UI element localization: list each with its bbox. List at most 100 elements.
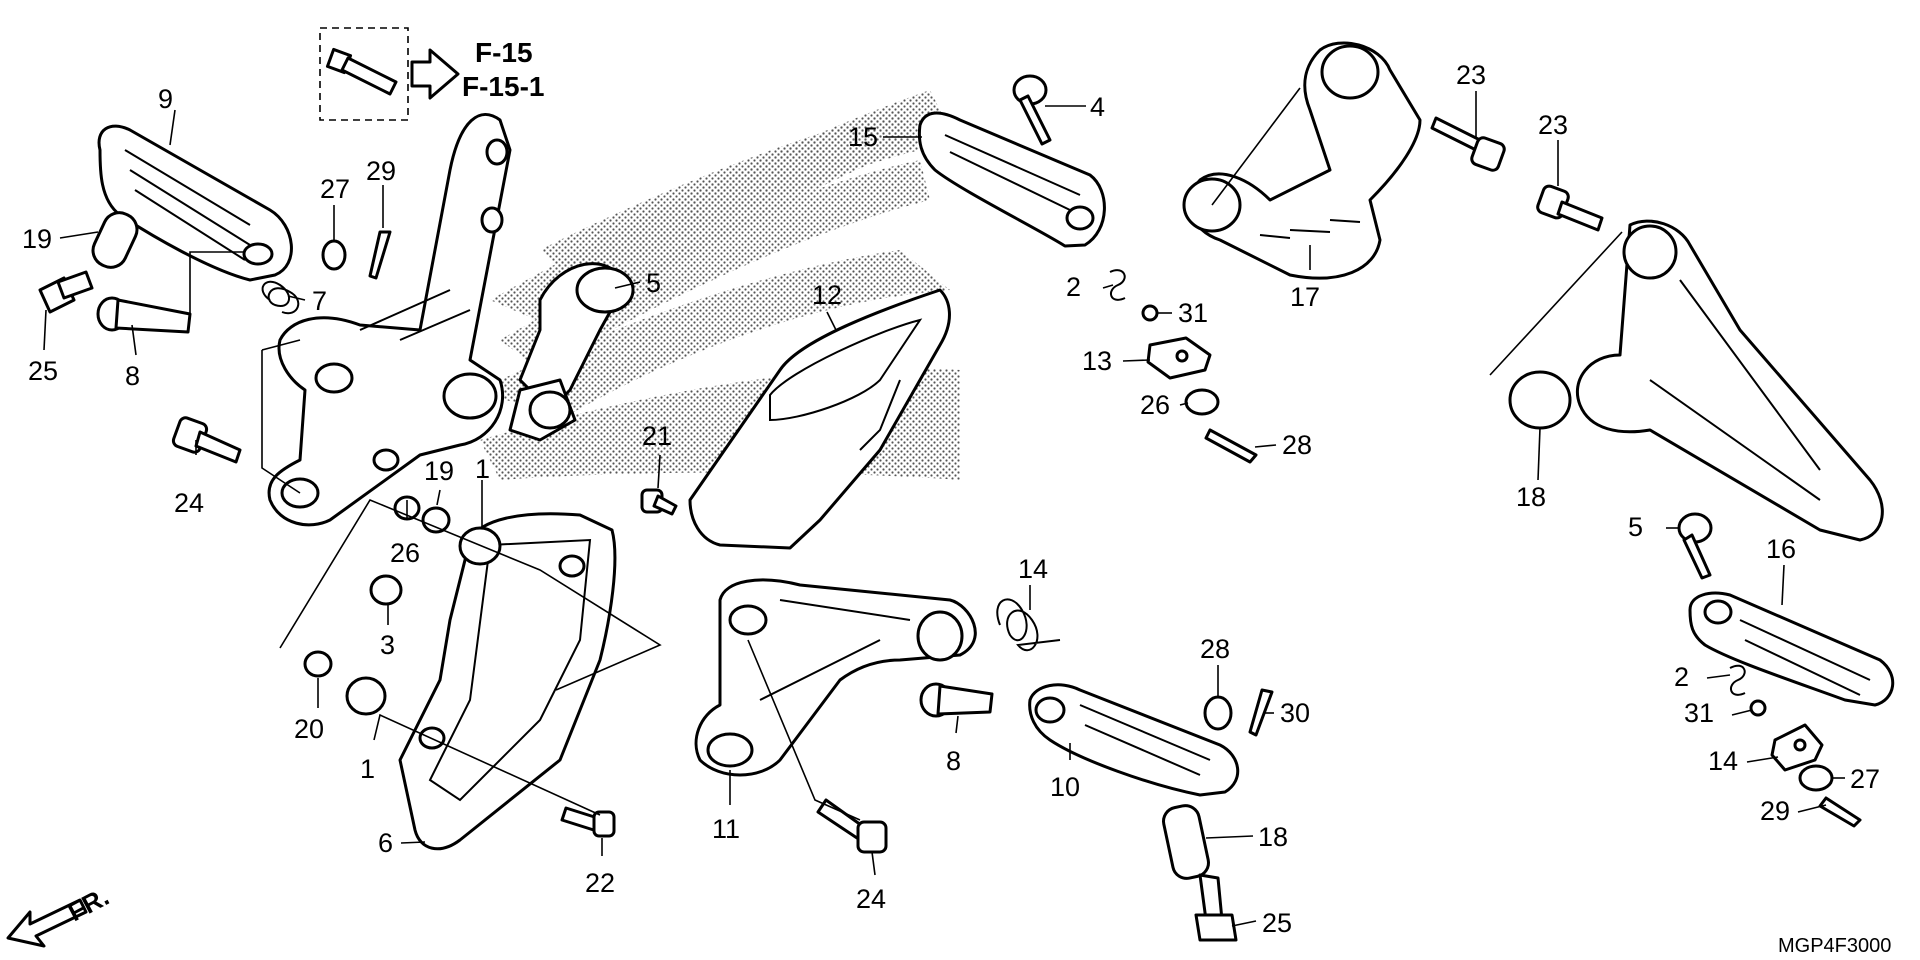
callout-11: 10 bbox=[1050, 772, 1080, 802]
plate-14-upper bbox=[1146, 336, 1212, 380]
pin-left bbox=[96, 296, 192, 334]
washer-27-upper bbox=[1184, 388, 1220, 416]
callout-18: 18 bbox=[1516, 482, 1546, 512]
bolt-left bbox=[38, 270, 94, 314]
callout-12: 11 bbox=[712, 814, 740, 844]
bolt-22 bbox=[560, 806, 616, 838]
front-bracket-left bbox=[267, 113, 512, 527]
bolt-23-lower bbox=[1536, 184, 1604, 232]
callout-14-lower: 14 bbox=[1708, 746, 1738, 776]
callout-8-right: 8 bbox=[946, 746, 961, 776]
heel-guard-right bbox=[688, 288, 951, 550]
callout-6: 6 bbox=[378, 828, 393, 858]
callout-19-left: 19 bbox=[22, 224, 52, 254]
callout-30-left: 29 bbox=[366, 156, 396, 186]
callout-labels: 9 19 25 8 7 27 29 5 24 19 26 1 3 20 1 6 … bbox=[22, 60, 1880, 938]
callout-31-upper: 31 bbox=[1178, 298, 1208, 328]
bolt-23-upper bbox=[1430, 116, 1506, 172]
arrow-right-icon bbox=[410, 48, 460, 100]
callout-2-upper: 2 bbox=[1066, 272, 1081, 302]
grommet-1-lower bbox=[345, 676, 387, 716]
callout-10: 9 bbox=[158, 84, 173, 114]
ball-31-lower bbox=[1749, 699, 1767, 717]
pin-rear-left bbox=[1012, 74, 1052, 146]
callout-30-right: 30 bbox=[1280, 698, 1310, 728]
reference-box: F-15 F-15-1 bbox=[319, 27, 544, 121]
cotter-29-lower bbox=[1818, 796, 1862, 828]
callout-25-right: 25 bbox=[1262, 908, 1292, 938]
pin-rear-right bbox=[1677, 512, 1713, 580]
callout-17: 17 bbox=[1290, 282, 1320, 312]
plate-14-lower bbox=[1770, 723, 1824, 772]
pivot-boss bbox=[508, 262, 635, 442]
callout-24-left: 24 bbox=[174, 488, 204, 518]
callout-21: 21 bbox=[642, 421, 672, 451]
callout-28-left: 27 bbox=[320, 174, 350, 204]
callout-27-lower: 27 bbox=[1850, 764, 1880, 794]
callout-9: 14 bbox=[1018, 554, 1048, 584]
spring-2-upper bbox=[1109, 269, 1126, 301]
callout-1-upper: 1 bbox=[475, 454, 490, 484]
callout-25-left: 25 bbox=[28, 356, 58, 386]
footpeg-front-right bbox=[1028, 683, 1240, 797]
callout-13: 12 bbox=[812, 280, 842, 310]
washer-left bbox=[321, 239, 347, 271]
cotter-pin-left bbox=[368, 230, 392, 280]
bolt-21 bbox=[640, 488, 678, 516]
callout-22: 22 bbox=[585, 868, 615, 898]
collar-right-front bbox=[1162, 804, 1210, 880]
front-bracket-right bbox=[694, 578, 977, 777]
reference-line-1: F-15 bbox=[475, 37, 533, 68]
callout-31-lower: 31 bbox=[1684, 698, 1714, 728]
callout-20-lower: 20 bbox=[294, 714, 324, 744]
callout-28-right: 28 bbox=[1200, 634, 1230, 664]
footpeg-front-left bbox=[97, 124, 293, 282]
rear-bracket-18 bbox=[1508, 219, 1884, 542]
callout-23-upper: 23 bbox=[1456, 60, 1486, 90]
leader-lines bbox=[43, 87, 1845, 927]
spring-left bbox=[261, 280, 300, 315]
callout-5-upper: 4 bbox=[1090, 92, 1105, 122]
callout-27-upper: 26 bbox=[1140, 390, 1170, 420]
rear-bracket-17 bbox=[1182, 41, 1422, 280]
footpeg-rear-right bbox=[1688, 591, 1895, 707]
callout-1-lower: 1 bbox=[360, 754, 375, 784]
callout-4: 5 bbox=[646, 268, 661, 298]
bolt-24-left bbox=[171, 416, 242, 464]
nut-20-upper bbox=[421, 506, 451, 534]
callout-5-lower: 5 bbox=[1628, 512, 1643, 542]
callout-2-lower: 2 bbox=[1674, 662, 1689, 692]
diagram-code: MGP4F3000 bbox=[1778, 935, 1891, 957]
callout-8-left: 8 bbox=[125, 361, 140, 391]
callout-14-upper: 13 bbox=[1082, 346, 1112, 376]
front-direction-arrow: FR. bbox=[6, 881, 114, 948]
washer-right-front bbox=[1203, 695, 1233, 731]
collar-left bbox=[91, 211, 139, 269]
callout-26: 26 bbox=[390, 538, 420, 568]
heel-plate-left bbox=[398, 512, 617, 851]
washer-27-lower bbox=[1798, 764, 1834, 792]
callout-20-upper: 19 bbox=[424, 456, 454, 486]
bolt-icon bbox=[325, 47, 398, 96]
nut-20-lower bbox=[303, 650, 333, 678]
callout-16: 16 bbox=[1766, 534, 1796, 564]
callout-24-right: 24 bbox=[856, 884, 886, 914]
callout-29-lower: 29 bbox=[1760, 796, 1790, 826]
ball-31-upper bbox=[1141, 304, 1159, 322]
footpeg-rear-left bbox=[917, 111, 1106, 248]
callout-19-right: 18 bbox=[1258, 822, 1288, 852]
callout-7: 7 bbox=[312, 286, 327, 316]
callout-23-lower: 23 bbox=[1538, 110, 1568, 140]
spring-right bbox=[996, 598, 1061, 652]
callout-15: 15 bbox=[848, 122, 878, 152]
cotter-29-upper bbox=[1204, 428, 1258, 464]
collar-3 bbox=[369, 574, 403, 606]
bolt-24-right bbox=[816, 798, 888, 854]
bolt-right-front bbox=[1194, 873, 1238, 942]
pin-right bbox=[919, 682, 994, 718]
reference-line-2: F-15-1 bbox=[462, 71, 544, 102]
callout-29-upper: 28 bbox=[1282, 430, 1312, 460]
cotter-pin-right-front bbox=[1248, 688, 1274, 737]
spring-2-lower bbox=[1729, 664, 1746, 696]
